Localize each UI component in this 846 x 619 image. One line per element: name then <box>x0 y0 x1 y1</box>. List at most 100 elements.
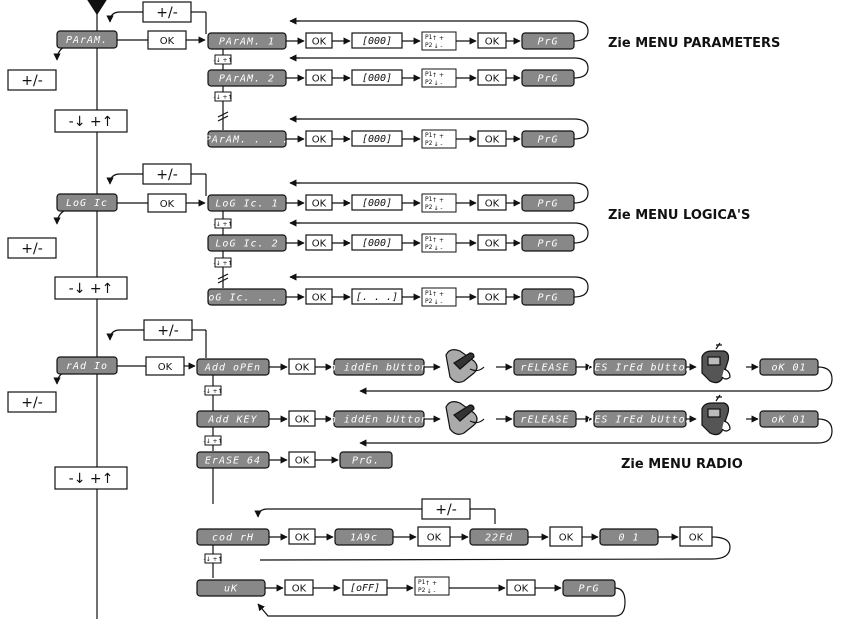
ok-param-label: OK <box>160 36 175 47</box>
pm-codrx[interactable]: +/- <box>422 499 470 519</box>
lcd-logic1-text: LoG Ic. 1 <box>215 199 278 210</box>
ok2-param1[interactable]: OK <box>478 33 506 48</box>
svg-text:↓ -: ↓ - <box>433 245 442 252</box>
svg-text:P2: P2 <box>425 42 433 49</box>
hidden-add-key-text: h iddEn bUtton <box>330 415 428 426</box>
ok2-param2[interactable]: OK <box>478 70 506 85</box>
code1: 1A9c <box>335 529 393 545</box>
prg-param2-text: PrG <box>537 74 558 85</box>
du-logic[interactable]: -↓ +↑ <box>55 277 127 299</box>
ok01-add-key: oK 01 <box>760 411 818 427</box>
ok-param2[interactable]: OK <box>306 70 332 85</box>
ok-add-open[interactable]: OK <box>289 359 315 374</box>
desired-add-open-text: dES IrEd bUtton <box>587 363 692 374</box>
val-param1-text: [000] <box>362 36 392 47</box>
du-logic-label: -↓ +↑ <box>69 281 114 297</box>
lcd-add-key: Add KEY <box>197 411 269 427</box>
lcd-param2-text: PArAM. 2 <box>219 74 275 85</box>
val-param1: [000] <box>352 33 402 48</box>
ok-logic[interactable]: OK <box>148 194 186 212</box>
ok-add-key[interactable]: OK <box>289 411 315 426</box>
ok2-logic2[interactable]: OK <box>478 235 506 250</box>
lcd-uk: uK <box>197 580 265 596</box>
ok2-logic-more-label: OK <box>485 293 500 304</box>
code1-text: 1A9c <box>350 533 378 544</box>
pm-radio[interactable]: +/- <box>144 320 192 340</box>
ok01-add-open: oK 01 <box>760 359 818 375</box>
ok-param-more[interactable]: OK <box>306 131 332 146</box>
ok-logic-more[interactable]: OK <box>306 289 332 304</box>
sdu-logic1-label: -↓ +↑ <box>213 221 232 228</box>
sdu-param1[interactable]: -↓ +↑ <box>213 55 232 64</box>
ok-param2-label: OK <box>312 74 327 85</box>
pm-logic-left[interactable]: +/- <box>8 238 56 258</box>
lcd-radio: rAd Io <box>57 357 117 374</box>
svg-text:↑ +: ↑ + <box>432 197 444 204</box>
prg-erase: PrG. <box>340 452 392 468</box>
code2: 22Fd <box>470 529 528 545</box>
sdu-codrx[interactable]: -↓ +↑ <box>203 554 222 563</box>
pm-param[interactable]: +/- <box>143 2 191 22</box>
du-param[interactable]: -↓ +↑ <box>55 110 127 132</box>
sdu-param1-label: -↓ +↑ <box>213 57 232 64</box>
svg-text:↑ +: ↑ + <box>432 35 444 42</box>
desired-add-key-text: dES IrEd bUtton <box>587 415 692 426</box>
ok-param[interactable]: OK <box>148 31 186 49</box>
prg-logic1-text: PrG <box>537 199 558 210</box>
val-param2: [000] <box>352 70 402 85</box>
pm-param-left[interactable]: +/- <box>8 70 56 90</box>
ok2-logic1[interactable]: OK <box>478 195 506 210</box>
prg-uk-text: PrG <box>578 584 599 595</box>
release-add-key-text: rELEASE <box>520 415 569 426</box>
ok2-param-more[interactable]: OK <box>478 131 506 146</box>
hand-remote-add-key <box>446 402 484 435</box>
ok-param1[interactable]: OK <box>306 33 332 48</box>
lcd-erase-text: ErASE 64 <box>205 456 261 467</box>
sdu-addopen[interactable]: -↓ +↑ <box>203 386 222 395</box>
lcd-uk-text: uK <box>224 584 238 595</box>
pm-radio-left[interactable]: +/- <box>8 392 56 412</box>
lcd-param1-text: PArAM. 1 <box>219 37 275 48</box>
val-logic2: [000] <box>352 235 402 250</box>
sdu-logic1[interactable]: -↓ +↑ <box>213 219 232 228</box>
ok-uk1-label: OK <box>292 584 307 595</box>
svg-text:P2: P2 <box>425 298 433 305</box>
svg-text:P2: P2 <box>425 204 433 211</box>
lcd-erase: ErASE 64 <box>197 452 269 468</box>
sdu-logic2[interactable]: -↓ +↑ <box>213 258 232 267</box>
ok-erase[interactable]: OK <box>289 452 315 467</box>
ok2-logic1-label: OK <box>485 199 500 210</box>
ok-codrx3[interactable]: OK <box>550 527 582 546</box>
pm-radio-left-label: +/- <box>21 395 43 411</box>
ok2-param1-label: OK <box>485 37 500 48</box>
ok-uk1[interactable]: OK <box>285 580 313 595</box>
lcd-logic-text: LoG Ic <box>66 198 108 209</box>
ok-codrx1[interactable]: OK <box>289 529 315 544</box>
ok-logic1[interactable]: OK <box>306 195 332 210</box>
svg-text:↑ +: ↑ + <box>425 580 437 587</box>
sdu-addkey[interactable]: -↓ +↑ <box>203 436 222 445</box>
ok-erase-label: OK <box>295 456 310 467</box>
ok-codrx2[interactable]: OK <box>418 527 450 546</box>
ok-codrx2-label: OK <box>427 533 442 544</box>
svg-text:↑ +: ↑ + <box>432 72 444 79</box>
lcd-param-text: PArAM. <box>66 35 108 46</box>
ok-radio-label: OK <box>158 362 173 373</box>
remote-press-add-key <box>702 395 730 435</box>
pm-logic[interactable]: +/- <box>143 164 191 184</box>
ok-codrx4[interactable]: OK <box>680 527 712 546</box>
ok-radio[interactable]: OK <box>146 357 184 375</box>
hidden-add-key: h iddEn bUtton <box>330 411 428 427</box>
ok-uk2[interactable]: OK <box>507 580 535 595</box>
du-radio[interactable]: -↓ +↑ <box>55 467 127 489</box>
lcd-logic: LoG Ic <box>57 194 117 211</box>
sdu-param2[interactable]: -↓ +↑ <box>213 92 232 101</box>
lcd-logic2-text: LoG Ic. 2 <box>215 239 278 250</box>
ok-logic2[interactable]: OK <box>306 235 332 250</box>
ok2-logic-more[interactable]: OK <box>478 289 506 304</box>
